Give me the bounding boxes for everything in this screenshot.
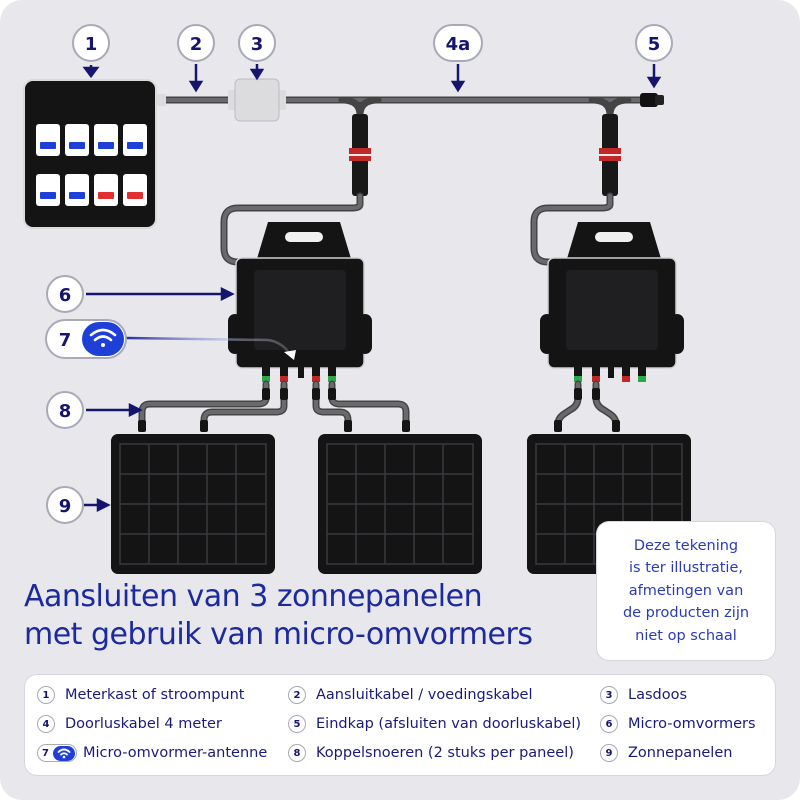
callout-6: 6 [46, 275, 84, 313]
callout-3: 3 [238, 24, 276, 62]
legend-badge: 4 [37, 715, 55, 733]
callout-9: 9 [46, 486, 84, 524]
callout-6-label: 6 [59, 285, 72, 306]
legend-item-4: 4 Doorluskabel 4 meter [37, 714, 222, 734]
micro-inverter-right [540, 222, 684, 382]
solar-panel-left [111, 434, 275, 574]
callout-3-label: 3 [251, 34, 264, 55]
legend-badge: 5 [288, 715, 306, 733]
callout-4a-label: 4a [446, 34, 471, 55]
legend-label: Zonnepanelen [628, 745, 733, 761]
legend-badge: 8 [288, 744, 306, 762]
callout-8-label: 8 [59, 401, 72, 422]
trunk-cable [158, 96, 644, 119]
panel-leads [138, 380, 620, 430]
legend-item-9: 9 Zonnepanelen [600, 743, 732, 763]
legend-label: Eindkap (afsluiten van doorluskabel) [316, 716, 582, 732]
legend-label: Doorluskabel 4 meter [65, 716, 222, 732]
legend-badge: 2 [288, 686, 306, 704]
callout-7-label: 7 [59, 330, 72, 351]
legend-badge: 6 [600, 715, 618, 733]
note-line-1: Deze tekening [633, 537, 739, 554]
page-title: Aansluiten van 3 zonnepanelen met gebrui… [24, 578, 604, 654]
legend-badge: 7 [42, 747, 49, 759]
callout-7: 7 [45, 319, 127, 359]
legend-badge: 3 [600, 686, 618, 704]
legend-badge: 1 [37, 686, 55, 704]
legend-label: Koppelsnoeren (2 stuks per paneel) [316, 745, 574, 761]
note-line-3: afmetingen van [628, 582, 744, 599]
callout-5: 5 [635, 24, 673, 62]
callout-4a: 4a [433, 24, 483, 62]
wifi-icon [53, 745, 75, 761]
legend-badge-antenna: 7 [37, 744, 77, 762]
legend-label: Lasdoos [628, 687, 688, 703]
legend-label: Micro-omvormer-antenne [83, 745, 268, 761]
note-line-5: niet op schaal [635, 627, 737, 644]
title-line-2: met gebruik van micro-omvormers [24, 617, 533, 652]
legend-item-7: 7 Micro-omvormer-antenne [37, 743, 267, 763]
callout-2: 2 [177, 24, 215, 62]
trunk-connectors-right [599, 114, 621, 196]
legend: 1 Meterkast of stroompunt 2 Aansluitkabe… [25, 675, 775, 775]
scale-disclaimer: Deze tekening is ter illustratie, afmeti… [597, 522, 775, 660]
legend-item-6: 6 Micro-omvormers [600, 714, 756, 734]
callout-9-label: 9 [59, 496, 72, 517]
callout-1: 1 [72, 24, 110, 62]
ac-cables [220, 192, 614, 266]
wifi-icon [89, 328, 117, 347]
legend-item-5: 5 Eindkap (afsluiten van doorluskabel) [288, 714, 581, 734]
breaker-row-bottom [36, 174, 147, 206]
legend-item-2: 2 Aansluitkabel / voedingskabel [288, 685, 533, 705]
callout-1-label: 1 [85, 34, 98, 55]
breaker-row-top [36, 124, 147, 156]
lead-connectors [138, 388, 620, 432]
note-line-2: is ter illustratie, [629, 560, 743, 577]
solar-panel-middle [318, 434, 482, 574]
junction-box [228, 78, 286, 122]
legend-item-1: 1 Meterkast of stroompunt [37, 685, 244, 705]
callout-5-label: 5 [648, 34, 661, 55]
legend-label: Aansluitkabel / voedingskabel [316, 687, 533, 703]
antenna-signal-line [123, 336, 296, 360]
legend-label: Micro-omvormers [628, 716, 756, 732]
note-line-4: de producten zijn [622, 605, 750, 622]
legend-badge: 9 [600, 744, 618, 762]
micro-inverter-left [228, 222, 372, 382]
callout-2-label: 2 [190, 34, 203, 55]
legend-item-3: 3 Lasdoos [600, 685, 687, 705]
end-cap [640, 93, 664, 107]
meter-box [23, 79, 166, 229]
callout-arrows [82, 64, 662, 513]
title-line-1: Aansluiten van 3 zonnepanelen [24, 579, 483, 614]
legend-item-8: 8 Koppelsnoeren (2 stuks per paneel) [288, 743, 574, 763]
trunk-connectors-left [349, 114, 371, 196]
callout-8: 8 [46, 391, 84, 429]
legend-label: Meterkast of stroompunt [65, 687, 245, 703]
